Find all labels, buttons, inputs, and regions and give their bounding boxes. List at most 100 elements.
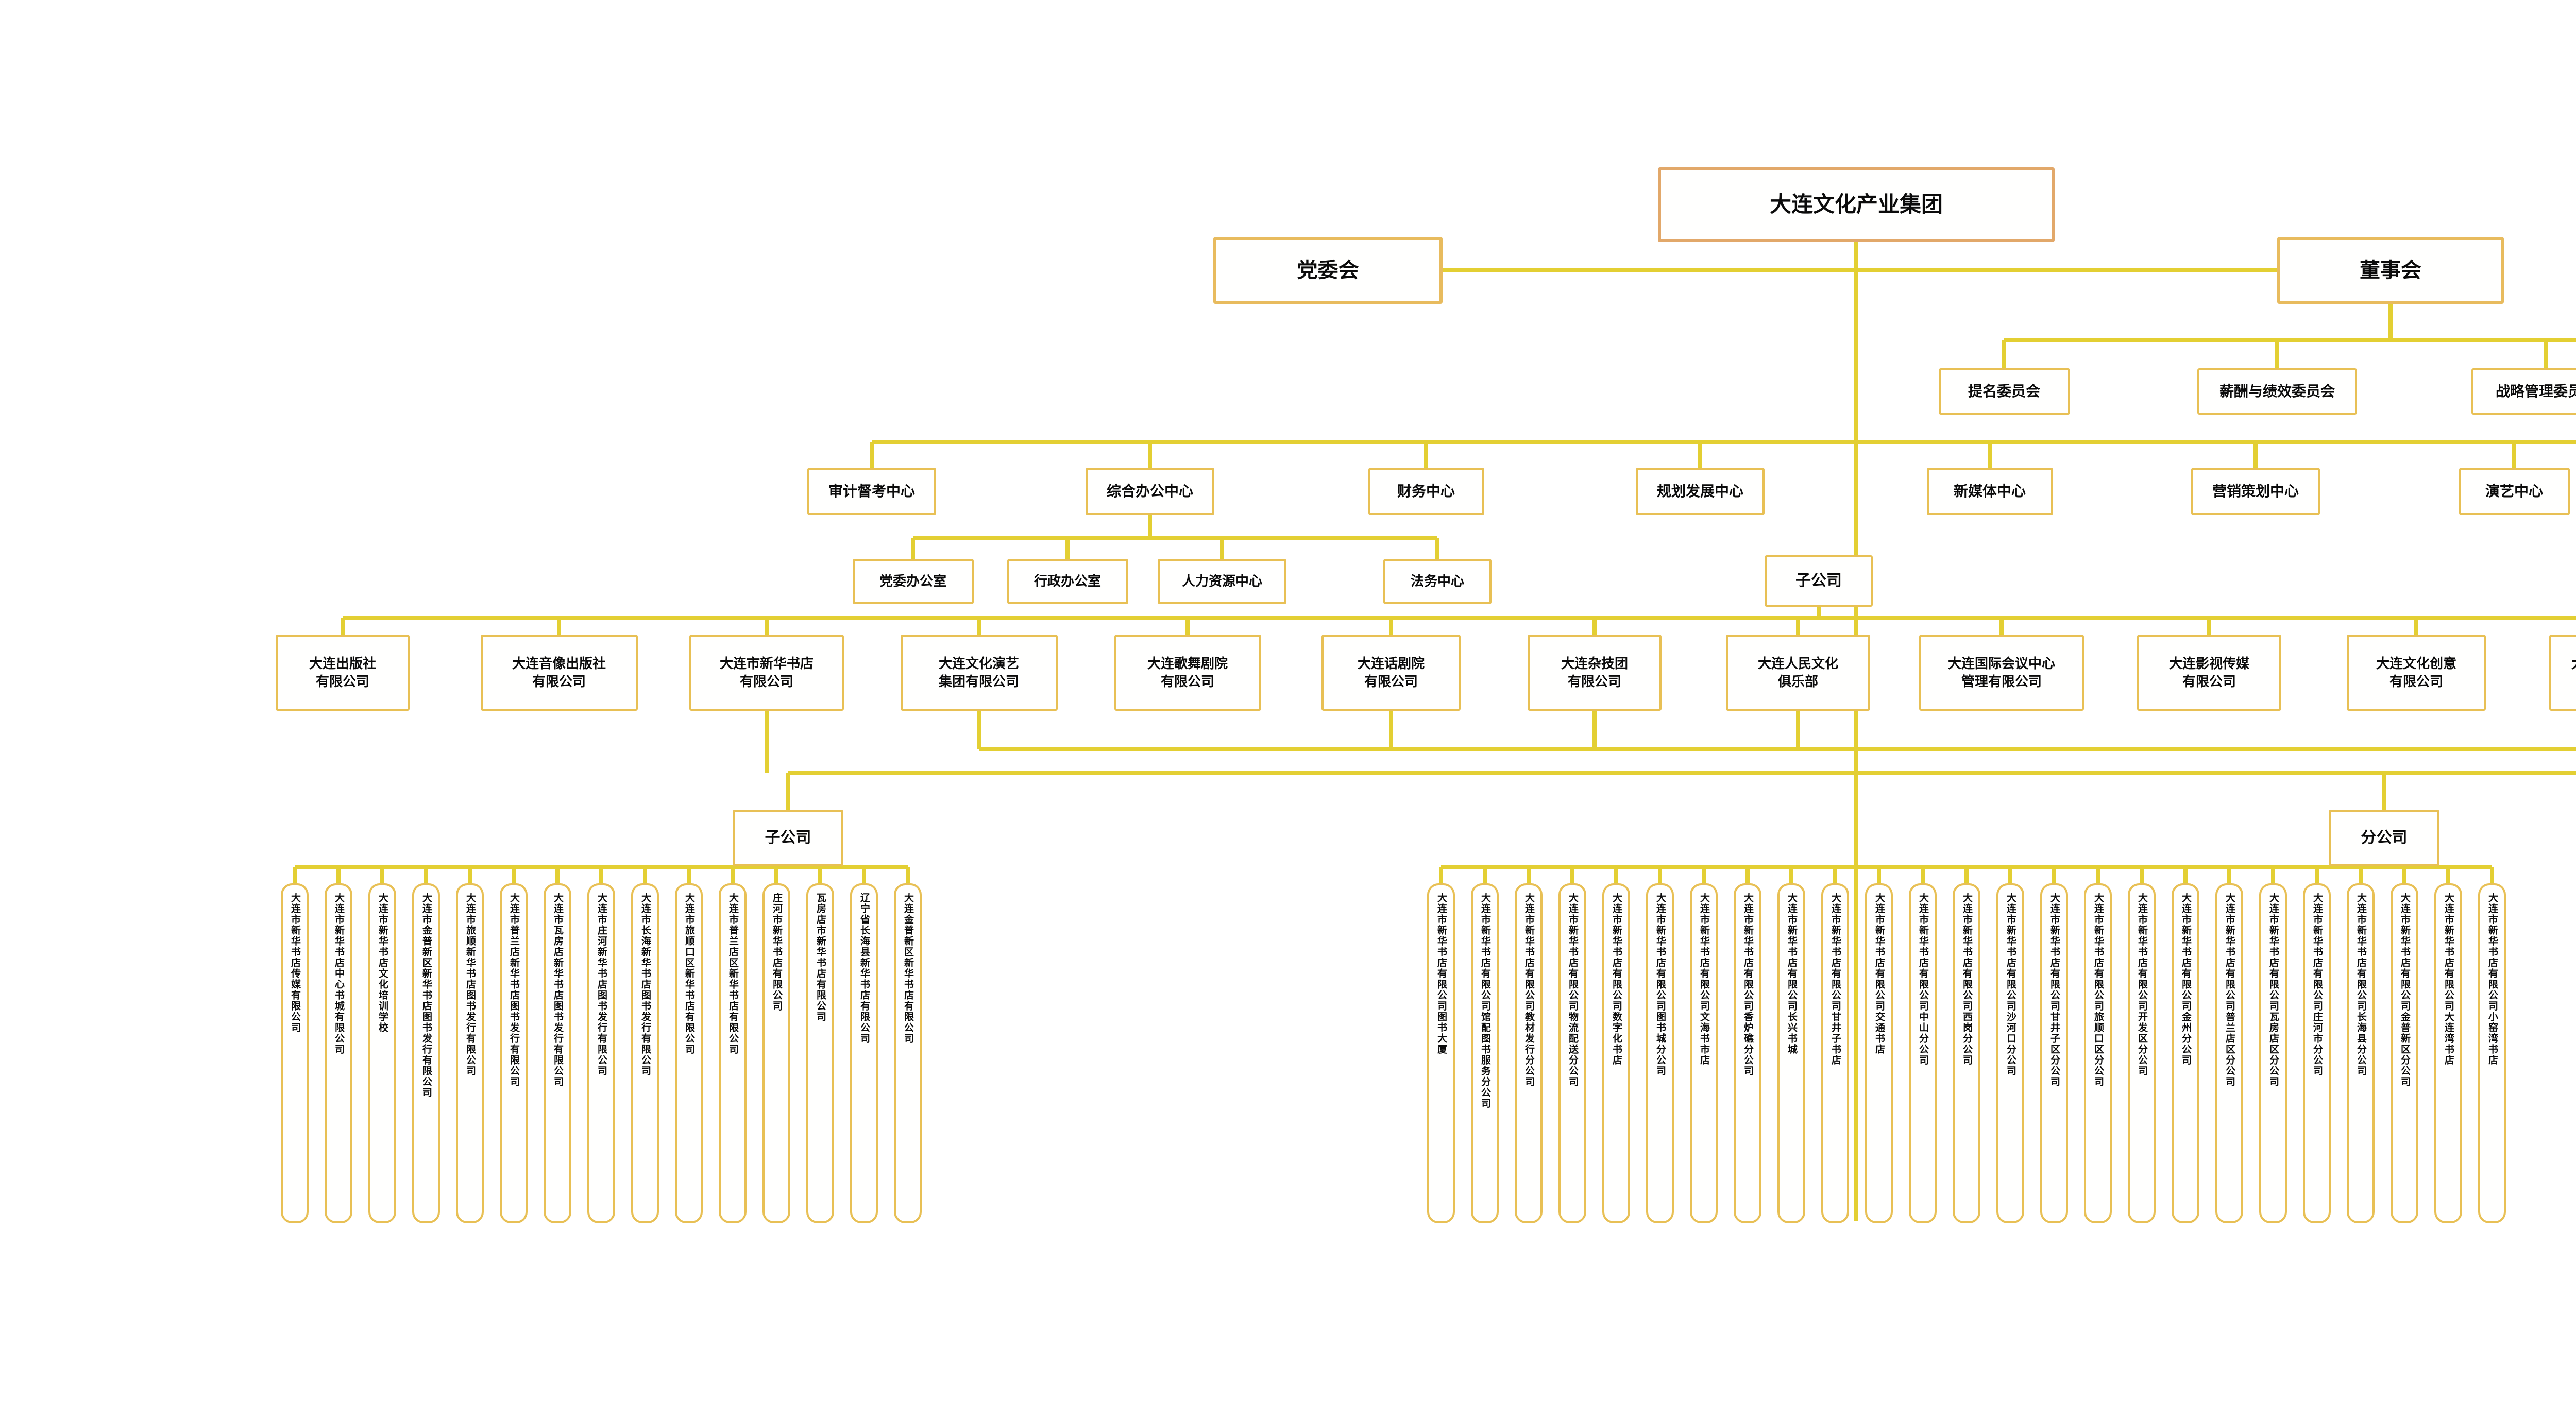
connector-h [2004,338,2576,342]
leaf-branch-20[interactable]: 大连市新华书店有限公司庄河市分公司 [2303,883,2331,1223]
subsidiary-node-0-label: 大连出版社 有限公司 [309,655,376,689]
connector-v [2414,618,2418,635]
center-right-node-1[interactable]: 营销策划中心 [2191,468,2320,515]
center-right-node-2[interactable]: 演艺中心 [2459,468,2570,515]
subsidiary-node-4-label: 大连歌舞剧院 有限公司 [1147,655,1228,689]
leaf-branch-17[interactable]: 大连市新华书店有限公司金州分公司 [2172,883,2199,1223]
leaf-branch-0[interactable]: 大连市新华书店有限公司图书大厦 [1427,883,1455,1223]
party-committee-node[interactable]: 党委会 [1213,237,1443,304]
leaf-branch-10[interactable]: 大连市新华书店有限公司交通书店 [1865,883,1893,1223]
leaf-branch-8[interactable]: 大连市新华书店有限公司长兴书城 [1777,883,1805,1223]
leaf-branch-21[interactable]: 大连市新华书店有限公司长海县分公司 [2347,883,2375,1223]
office-node-3[interactable]: 法务中心 [1383,559,1492,604]
connector-v [1148,515,1152,538]
subsidiary-node-1-label: 大连音像出版社 有限公司 [512,655,606,689]
leaf-branch-14[interactable]: 大连市新华书店有限公司甘井子区分公司 [2040,883,2068,1223]
leaf-subsidiary-a-9[interactable]: 大连市旅顺口区新华书店有限公司 [675,883,703,1223]
connector-v [599,867,603,883]
leaf-subsidiary-a-2-label: 大连市新华书店文化培训学校 [377,893,388,1033]
center-left-node-1[interactable]: 综合办公中心 [1086,468,1214,515]
center-right-node-0[interactable]: 新媒体中心 [1926,468,2053,515]
leaf-branch-23[interactable]: 大连市新华书店有限公司大连湾书店 [2434,883,2462,1223]
connector-group-bus [788,771,2576,775]
leaf-branch-22[interactable]: 大连市新华书店有限公司金普新区分公司 [2391,883,2418,1223]
committee-node-1[interactable]: 薪酬与绩效委员会 [2197,368,2357,415]
leaf-branch-16[interactable]: 大连市新华书店有限公司开发区分公司 [2128,883,2156,1223]
connector-v [2388,304,2393,340]
group-label-branch[interactable]: 分公司 [2329,810,2439,866]
subsidiary-node-7[interactable]: 大连人民文化 俱乐部 [1726,635,1870,711]
connector-v [557,618,561,635]
board-of-directors-node[interactable]: 董事会 [2277,237,2504,304]
leaf-branch-15[interactable]: 大连市新华书店有限公司旅顺口区分公司 [2084,883,2112,1223]
leaf-branch-4[interactable]: 大连市新华书店有限公司数字化书店 [1602,883,1630,1223]
connector-v [1964,867,1969,883]
leaf-branch-22-label: 大连市新华书店有限公司金普新区分公司 [2399,893,2410,1087]
leaf-subsidiary-a-12[interactable]: 瓦房店市新华书店有限公司 [806,883,834,1223]
leaf-branch-9[interactable]: 大连市新华书店有限公司甘井子书店 [1821,883,1849,1223]
office-node-1[interactable]: 行政办公室 [1007,559,1128,604]
subsidiary-node-6[interactable]: 大连杂技团 有限公司 [1528,635,1662,711]
connector-v [1483,867,1487,883]
leaf-branch-11[interactable]: 大连市新华书店有限公司中山分公司 [1909,883,1937,1223]
subsidiary-node-11[interactable]: 大连导游管理服务 有限公司 [2549,635,2576,711]
subsidiary-node-4[interactable]: 大连歌舞剧院 有限公司 [1114,635,1261,711]
subsidiary-node-9[interactable]: 大连影视传媒 有限公司 [2137,635,2281,711]
root-node[interactable]: 大连文化产业集团 [1658,167,2055,242]
office-node-2[interactable]: 人力资源中心 [1158,559,1286,604]
leaf-subsidiary-a-8[interactable]: 大连市长海新华书店图书发行有限公司 [631,883,659,1223]
connector-v [1435,538,1439,559]
leaf-subsidiary-a-2[interactable]: 大连市新华书店文化培训学校 [368,883,396,1223]
group-label-subsidiary-mid[interactable]: 子公司 [1765,555,1873,607]
connector-v [2402,867,2406,883]
leaf-subsidiary-a-0[interactable]: 大连市新华书店传媒有限公司 [281,883,309,1223]
leaf-branch-18[interactable]: 大连市新华书店有限公司普兰店区分公司 [2215,883,2243,1223]
connector-v [2359,867,2363,883]
subsidiary-node-1[interactable]: 大连音像出版社 有限公司 [480,635,638,711]
leaf-branch-1[interactable]: 大连市新华书店有限公司馆配图书服务分公司 [1471,883,1499,1223]
leaf-subsidiary-a-3[interactable]: 大连市金普新区新华书店图书发行有限公司 [412,883,440,1223]
leaf-branch-24[interactable]: 大连市新华书店有限公司小窑湾书店 [2478,883,2506,1223]
connector-centers-bus [872,440,2576,444]
subsidiary-node-3[interactable]: 大连文化演艺 集团有限公司 [900,635,1058,711]
connector-v [1389,711,1393,749]
leaf-branch-3[interactable]: 大连市新华书店有限公司物流配送分公司 [1558,883,1586,1223]
subsidiary-node-3-label: 大连文化演艺 集团有限公司 [938,655,1019,689]
leaf-branch-13[interactable]: 大连市新华书店有限公司沙河口分公司 [1996,883,2024,1223]
leaf-subsidiary-a-7[interactable]: 大连市庄河新华书店图书发行有限公司 [587,883,615,1223]
committee-node-2[interactable]: 战略管理委员会 [2471,368,2576,415]
subsidiary-node-0[interactable]: 大连出版社 有限公司 [276,635,410,711]
leaf-subsidiary-a-6[interactable]: 大连市瓦房店新华书店图书发行有限公司 [544,883,571,1223]
leaf-branch-2[interactable]: 大连市新华书店有限公司教材发行分公司 [1515,883,1543,1223]
group-label-subsidiary-a[interactable]: 子公司 [733,810,843,866]
subsidiary-node-5[interactable]: 大连话剧院 有限公司 [1321,635,1461,711]
leaf-branch-18-label: 大连市新华书店有限公司普兰店区分公司 [2224,893,2235,1087]
leaf-branch-7[interactable]: 大连市新华书店有限公司香炉礁分公司 [1734,883,1761,1223]
subsidiary-node-8[interactable]: 大连国际会议中心 管理有限公司 [1919,635,2084,711]
leaf-branch-5[interactable]: 大连市新华书店有限公司图书城分公司 [1646,883,1674,1223]
center-left-node-3[interactable]: 规划发展中心 [1636,468,1765,515]
leaf-subsidiary-a-13[interactable]: 辽宁省长海县新华书店有限公司 [850,883,878,1223]
leaf-branch-6[interactable]: 大连市新华书店有限公司文海书市店 [1690,883,1718,1223]
leaf-subsidiary-a-10-label: 大连市普兰店区新华书店有限公司 [727,893,738,1055]
leaf-subsidiary-a-10[interactable]: 大连市普兰店区新华书店有限公司 [719,883,747,1223]
office-node-0[interactable]: 党委办公室 [852,559,974,604]
connector-h [913,536,1437,540]
leaf-subsidiary-a-5[interactable]: 大连市普兰店新华书店图书发行有限公司 [500,883,528,1223]
committee-node-0[interactable]: 提名委员会 [1938,368,2070,415]
leaf-subsidiary-a-1[interactable]: 大连市新华书店中心书城有限公司 [325,883,352,1223]
leaf-branch-19[interactable]: 大连市新华书店有限公司瓦房店区分公司 [2259,883,2287,1223]
subsidiary-node-2[interactable]: 大连市新华书店 有限公司 [689,635,844,711]
leaf-subsidiary-a-4[interactable]: 大连市旅顺新华书店图书发行有限公司 [456,883,484,1223]
subsidiary-node-7-label: 大连人民文化 俱乐部 [1757,655,1838,689]
center-left-node-2[interactable]: 财务中心 [1368,468,1484,515]
leaf-branch-9-label: 大连市新华书店有限公司甘井子书店 [1829,893,1841,1066]
subsidiary-node-10[interactable]: 大连文化创意 有限公司 [2347,635,2486,711]
leaf-subsidiary-a-14[interactable]: 大连金普新区新华书店有限公司 [894,883,922,1223]
leaf-subsidiary-a-5-label: 大连市普兰店新华书店图书发行有限公司 [508,893,519,1087]
group-label-subsidiary-mid-label: 子公司 [1795,572,1842,589]
leaf-subsidiary-a-11[interactable]: 庄河市新华书店有限公司 [762,883,790,1223]
leaf-branch-12[interactable]: 大连市新华书店有限公司西岗分公司 [1953,883,1980,1223]
center-left-node-0[interactable]: 审计督考中心 [807,468,936,515]
